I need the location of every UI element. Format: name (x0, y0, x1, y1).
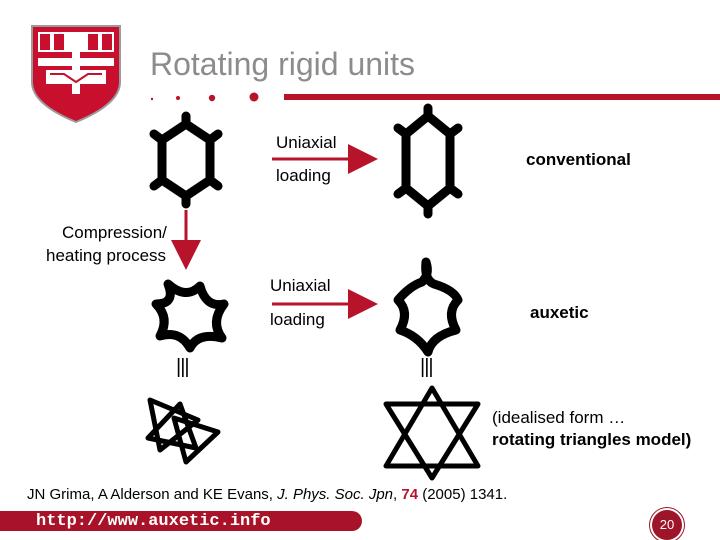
citation-year-page: (2005) 1341. (418, 486, 508, 503)
auxetic-label: auxetic (530, 303, 589, 322)
loading-label-bottom: loading (270, 310, 325, 329)
website-link[interactable]: http://www.auxetic.info (36, 512, 271, 531)
idealised-label-line2: rotating triangles model) (492, 430, 692, 449)
compression-label-line2: heating process (46, 246, 167, 265)
loading-label-top: loading (276, 166, 331, 185)
title-rule (284, 94, 720, 100)
rotating-triangles-left (145, 397, 221, 465)
hexagon-loaded-shape (393, 103, 463, 219)
reentrant-loaded-shape (393, 257, 463, 357)
citation-sep: , (393, 486, 402, 503)
hexagram-shape (383, 385, 481, 481)
citation-authors: JN Grima, A Alderson and KE Evans, (27, 486, 278, 503)
citation-journal: J. Phys. Soc. Jpn (277, 486, 394, 503)
slide-title: Rotating rigid units (150, 46, 416, 82)
citation: JN Grima, A Alderson and KE Evans, J. Ph… (27, 486, 507, 503)
hexagon-unloaded-shape (149, 111, 223, 209)
url-banner (0, 511, 362, 531)
equivalence-mark-left: ||| (176, 356, 190, 378)
conventional-label: conventional (526, 150, 631, 169)
page-number-badge: 20 (652, 510, 682, 540)
citation-volume: 74 (401, 486, 419, 503)
equivalence-mark-right: ||| (420, 356, 434, 378)
uniaxial-label-bottom: Uniaxial (270, 276, 331, 295)
compression-label-line1: Compression/ (62, 223, 167, 242)
reentrant-unloaded-shape (151, 279, 229, 353)
uniaxial-label-top: Uniaxial (276, 133, 337, 152)
idealised-label-line1: (idealised form … (492, 408, 626, 427)
